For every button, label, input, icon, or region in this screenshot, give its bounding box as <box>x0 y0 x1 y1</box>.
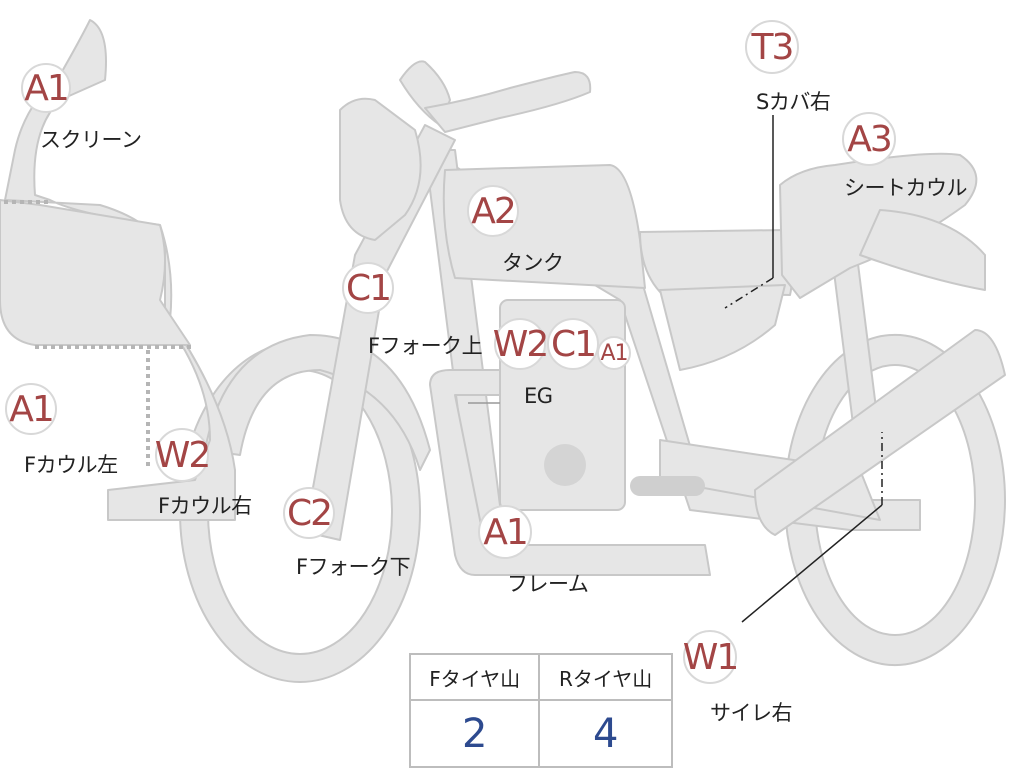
f-fork-lower-code: C2 <box>283 487 335 539</box>
frame-label: フレーム <box>507 572 589 596</box>
silencer-right-code: W1 <box>683 630 739 684</box>
f-fork-upper-label: Fフォーク上 <box>368 334 483 358</box>
f-cowl-right-label: Fカウル右 <box>158 494 252 518</box>
rear-fender <box>859 209 986 291</box>
f-fork-lower-label: Fフォーク下 <box>296 555 411 579</box>
f-cowl-left-label: Fカウル左 <box>24 453 118 477</box>
eg-label: EG <box>524 384 553 408</box>
handlebar-right <box>424 71 592 133</box>
engine-cover <box>544 444 586 486</box>
front-tire-value: 2 <box>408 699 541 768</box>
s-cover-right-code: T3 <box>745 20 799 74</box>
eg-c-code: C1 <box>547 318 599 370</box>
silencer <box>754 329 1006 536</box>
screen-code: A1 <box>21 63 71 113</box>
f-cowl-left-code: A1 <box>5 383 57 435</box>
tire-tread-table: Fタイヤ山 Rタイヤ山 2 4 <box>408 653 673 768</box>
eg-a-code: A1 <box>597 336 631 370</box>
headlight <box>339 97 422 241</box>
front-fender <box>204 334 431 471</box>
leader-silencer <box>741 504 883 623</box>
screen-label: スクリーン <box>40 128 142 152</box>
rear-tire-header: Rタイヤ山 <box>538 653 673 701</box>
f-fork-upper-code: C1 <box>342 262 394 314</box>
tank-label: タンク <box>502 251 564 275</box>
rear-tire-value: 4 <box>538 699 673 768</box>
eg-w-code: W2 <box>493 318 549 370</box>
fairing-lower-left <box>0 199 191 346</box>
front-tire-header: Fタイヤ山 <box>408 653 541 701</box>
footpeg <box>630 476 705 496</box>
seat-cowl-label: シートカウル <box>844 176 968 200</box>
silencer-right-label: サイレ右 <box>710 701 793 725</box>
s-cover-right-label: Sカバ右 <box>756 90 831 114</box>
side-cover <box>659 284 786 371</box>
seat-cowl-code: A3 <box>842 112 896 166</box>
tank-code: A2 <box>467 185 519 237</box>
frame-code: A1 <box>478 505 532 559</box>
f-cowl-right-code: W2 <box>155 428 211 482</box>
